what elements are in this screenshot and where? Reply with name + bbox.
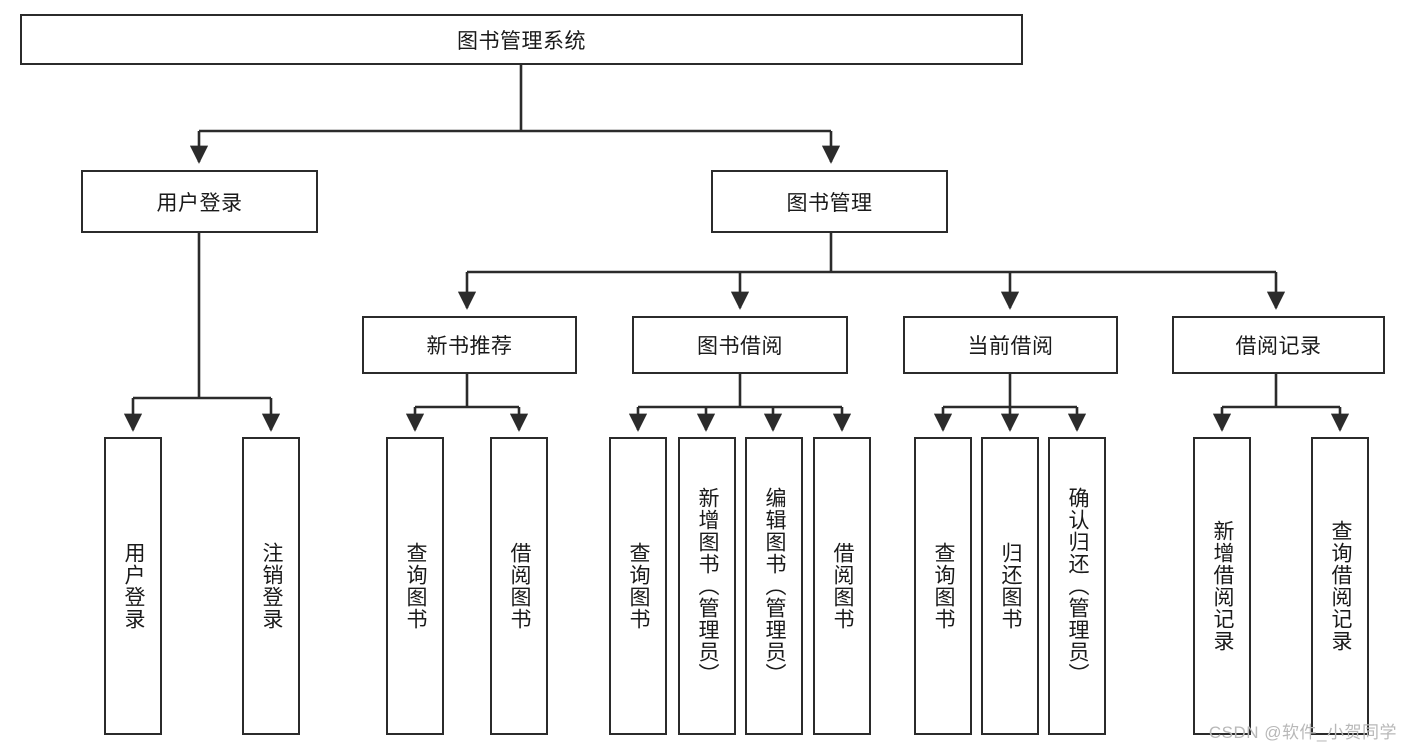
- node-current-borrow[interactable]: 当前借阅: [903, 316, 1118, 374]
- leaf-query-borrow-record[interactable]: 查询借阅记录: [1311, 437, 1369, 735]
- node-user-login[interactable]: 用户登录: [81, 170, 318, 233]
- leaf-edit-book-admin[interactable]: 编辑图书（管理员）: [745, 437, 803, 735]
- leaf-add-borrow-record-label: 新增借阅记录: [1211, 520, 1235, 652]
- leaf-query-book-recommend[interactable]: 查询图书: [386, 437, 444, 735]
- node-borrow-record-label: 借阅记录: [1235, 335, 1322, 358]
- leaf-logout[interactable]: 注销登录: [242, 437, 300, 735]
- node-root[interactable]: 图书管理系统: [20, 14, 1023, 65]
- node-user-login-label: 用户登录: [156, 191, 243, 215]
- leaf-borrow-book-label: 借阅图书: [831, 542, 855, 630]
- leaf-query-book-current[interactable]: 查询图书: [914, 437, 972, 735]
- leaf-logout-label: 注销登录: [260, 542, 284, 630]
- leaf-borrow-book-recommend-label: 借阅图书: [508, 542, 532, 630]
- leaf-borrow-book[interactable]: 借阅图书: [813, 437, 871, 735]
- node-book-management-label: 图书管理: [786, 191, 873, 215]
- node-current-borrow-label: 当前借阅: [967, 335, 1054, 358]
- leaf-query-book-recommend-label: 查询图书: [404, 542, 428, 630]
- node-book-borrow[interactable]: 图书借阅: [632, 316, 848, 374]
- leaf-add-borrow-record[interactable]: 新增借阅记录: [1193, 437, 1251, 735]
- leaf-return-book[interactable]: 归还图书: [981, 437, 1039, 735]
- leaf-query-borrow-record-label: 查询借阅记录: [1329, 520, 1353, 652]
- node-root-label: 图书管理系统: [457, 29, 586, 53]
- node-borrow-record[interactable]: 借阅记录: [1172, 316, 1385, 374]
- leaf-return-book-label: 归还图书: [999, 542, 1023, 630]
- leaf-confirm-return-admin[interactable]: 确认归还（管理员）: [1048, 437, 1106, 735]
- node-book-borrow-label: 图书借阅: [697, 335, 783, 358]
- leaf-user-login-label: 用户登录: [122, 542, 146, 630]
- node-book-management[interactable]: 图书管理: [711, 170, 948, 233]
- leaf-confirm-return-admin-label: 确认归还（管理员）: [1066, 487, 1090, 685]
- leaf-add-book-admin[interactable]: 新增图书（管理员）: [678, 437, 736, 735]
- watermark-text: CSDN @软件_小贺同学: [1208, 723, 1397, 742]
- node-new-book-recommend-label: 新书推荐: [426, 335, 513, 358]
- leaf-borrow-book-recommend[interactable]: 借阅图书: [490, 437, 548, 735]
- leaf-query-book-borrow-label: 查询图书: [627, 542, 651, 630]
- leaf-query-book-current-label: 查询图书: [932, 542, 956, 630]
- leaf-add-book-admin-label: 新增图书（管理员）: [696, 487, 720, 685]
- leaf-query-book-borrow[interactable]: 查询图书: [609, 437, 667, 735]
- node-new-book-recommend[interactable]: 新书推荐: [362, 316, 577, 374]
- leaf-user-login[interactable]: 用户登录: [104, 437, 162, 735]
- leaf-edit-book-admin-label: 编辑图书（管理员）: [763, 487, 787, 685]
